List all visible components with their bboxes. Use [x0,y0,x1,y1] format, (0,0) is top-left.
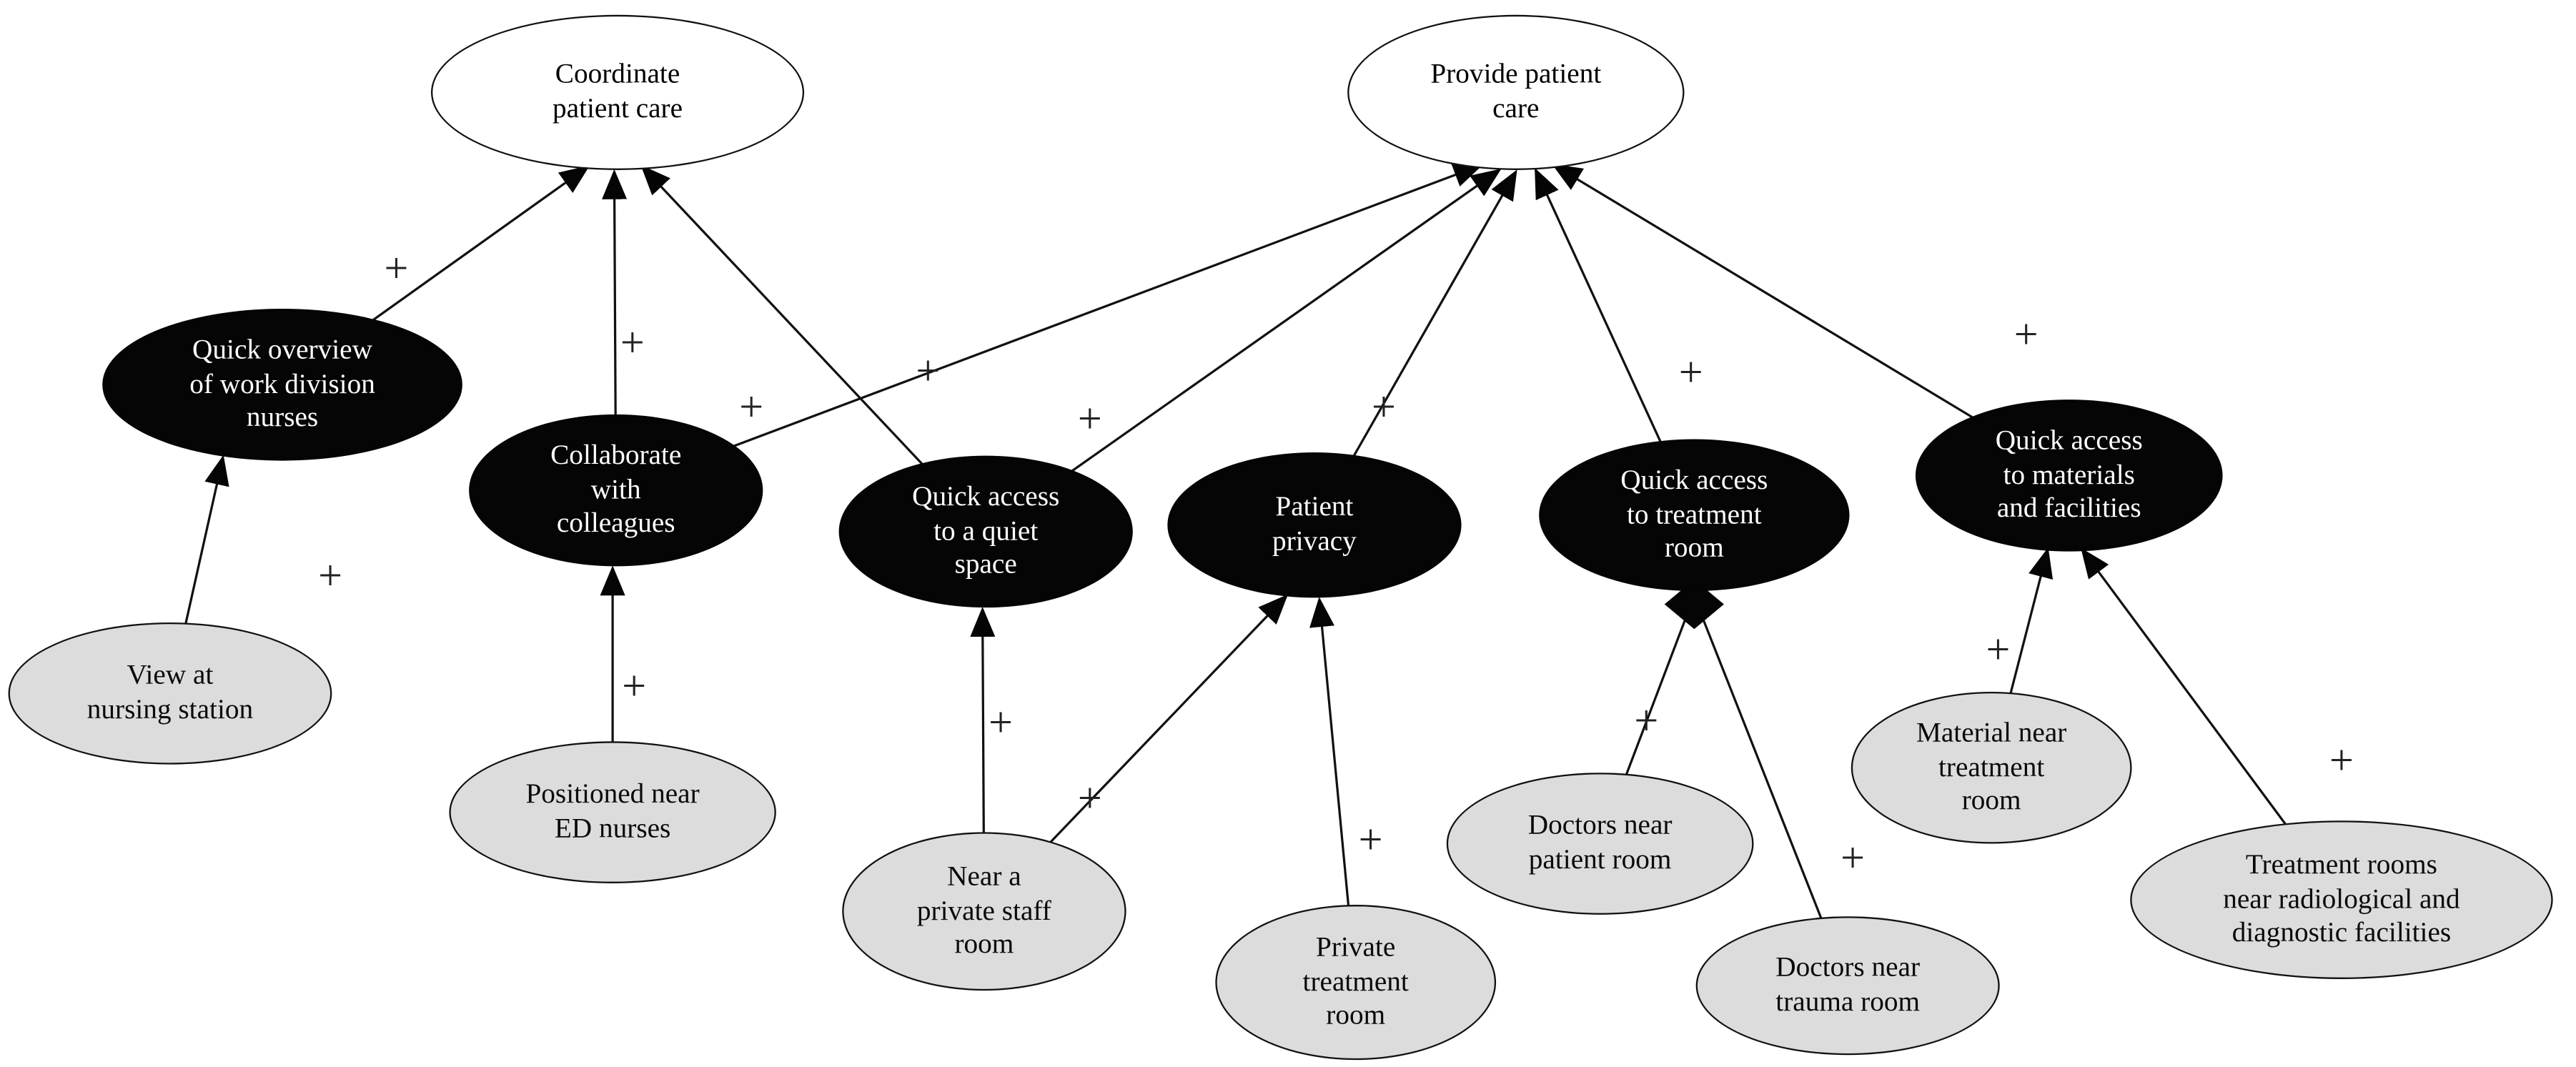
edge-label-plus: + [2329,736,2354,785]
edge-label-plus: + [384,244,409,292]
edge-label-plus: + [1634,696,1659,745]
node-near-private-staff-room: Near a private staff room [842,832,1126,991]
node-label: Treatment rooms near radiological and di… [2223,848,2460,948]
edge-label-plus: + [1358,815,1383,864]
node-provide-patient-care: Provide patient care [1347,14,1685,170]
node-treatment-rooms-near-radiological: Treatment rooms near radiological and di… [2130,820,2553,979]
node-doctors-near-trauma-room: Doctors near trauma room [1695,916,2000,1056]
node-label: Patient privacy [1272,490,1357,557]
node-label: Collaborate with colleagues [550,439,682,539]
node-label: Quick overview of work division nurses [189,333,375,434]
edge-label-plus: + [1986,625,2011,674]
edge-label-plus: + [1678,348,1703,397]
node-label: Doctors near trauma room [1775,951,1921,1018]
edge-label-plus: + [318,551,342,600]
node-doctors-near-patient-room: Doctors near patient room [1446,773,1754,915]
node-material-near-treatment-room: Material near treatment room [1851,691,2132,844]
node-quick-overview-work-division: Quick overview of work division nurses [102,309,462,461]
node-label: Provide patient care [1430,58,1602,124]
node-patient-privacy: Patient privacy [1167,452,1462,598]
edge-label-plus: + [622,662,647,710]
node-quick-access-quiet-space: Quick access to a quiet space [838,455,1133,608]
node-label: Private treatment room [1302,930,1409,1031]
node-label: Positioned near ED nurses [525,778,700,844]
edge-label-plus: + [916,347,941,395]
node-label: Quick access to a quiet space [912,480,1060,580]
node-quick-access-treatment-room: Quick access to treatment room [1539,439,1850,592]
edge-label-plus: + [1372,382,1396,431]
edge-label-plus: + [989,698,1013,747]
node-label: Quick access to treatment room [1620,463,1768,564]
node-label: Quick access to materials and facilities [1995,424,2143,525]
and-decomposition-diamond [1664,579,1724,630]
node-view-at-nursing-station: View at nursing station [8,622,332,765]
node-label: Near a private staff room [916,860,1051,961]
node-label: Material near treatment room [1916,716,2067,817]
node-quick-access-materials-facilities: Quick access to materials and facilities [1915,399,2223,552]
edge-label-plus: + [1077,774,1102,823]
node-private-treatment-room: Private treatment room [1215,905,1497,1061]
node-label: Coordinate patient care [552,58,683,124]
node-label: View at nursing station [86,659,254,725]
edge-label-plus: + [620,318,645,367]
node-label: Doctors near patient room [1527,809,1673,875]
edge-label-plus: + [1841,833,1866,882]
edge-label-plus: + [2013,310,2038,359]
edge-collaborate-to-provide [615,163,1484,492]
node-positioned-near-ed-nurses: Positioned near ED nurses [449,741,776,883]
edge-label-plus: + [739,382,764,431]
edge-label-plus: + [1077,394,1102,443]
node-coordinate-patient-care: Coordinate patient care [430,14,805,170]
node-collaborate-with-colleagues: Collaborate with colleagues [469,414,763,567]
